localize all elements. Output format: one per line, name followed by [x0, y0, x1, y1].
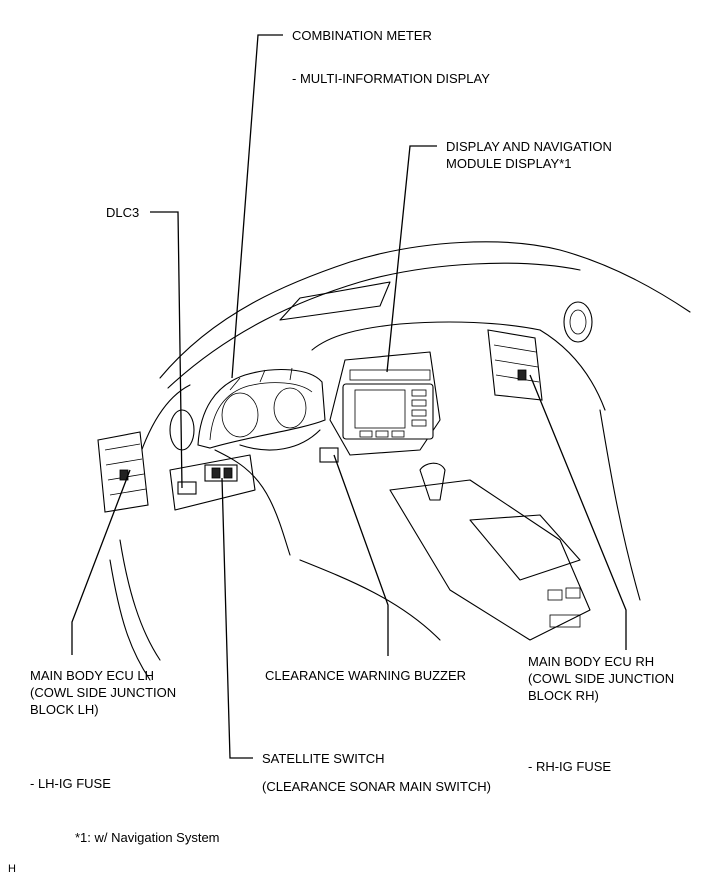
footnote: *1: w/ Navigation System [75, 830, 220, 845]
label-combination-meter: COMBINATION METER [292, 28, 432, 43]
left-door-line [109, 559, 151, 681]
leader-buzzer [333, 454, 389, 656]
buzzer-shape [319, 447, 339, 463]
leader-ecu-rh [529, 374, 627, 650]
dash-right-contour [539, 329, 606, 411]
label-main-body-ecu-lh: MAIN BODY ECU LH (COWL SIDE JUNCTION BLO… [30, 667, 176, 718]
label-main-body-ecu-rh: MAIN BODY ECU RH (COWL SIDE JUNCTION BLO… [528, 653, 674, 704]
label-ecu-rh-line3: BLOCK RH) [528, 688, 599, 703]
leader-display-nav [386, 145, 437, 373]
defroster-vent [279, 281, 391, 321]
dlc3-connector-shape [177, 481, 197, 495]
nav-buttons [359, 389, 427, 438]
shift-knob [419, 462, 446, 501]
dash-top-edge [167, 262, 581, 389]
leader-dlc3 [150, 211, 183, 489]
label-ecu-rh-line1: MAIN BODY ECU RH [528, 654, 655, 669]
leader-lines [71, 34, 627, 759]
main-body-ecu-rh-shape [487, 329, 543, 401]
label-display-navigation-line2: MODULE DISPLAY*1 [446, 156, 572, 171]
label-clearance-sonar-main-switch: (CLEARANCE SONAR MAIN SWITCH) [262, 779, 491, 794]
label-rh-ig-fuse: - RH-IG FUSE [528, 759, 612, 774]
navigation-display-shape [342, 383, 434, 440]
label-ecu-lh-line1: MAIN BODY ECU LH [30, 668, 155, 683]
lower-dash-left [169, 454, 256, 511]
windshield-edge [159, 241, 691, 379]
right-air-vent [563, 301, 593, 343]
leader-satellite-switch [221, 477, 253, 759]
label-dlc3: DLC3 [106, 205, 140, 220]
floor-contour [299, 559, 441, 641]
label-display-navigation-line1: DISPLAY AND NAVIGATION [446, 139, 612, 154]
label-ecu-rh-line2: (COWL SIDE JUNCTION [528, 671, 675, 686]
label-display-navigation: DISPLAY AND NAVIGATION MODULE DISPLAY*1 [446, 138, 612, 172]
armrest [469, 514, 581, 581]
label-ecu-lh-line3: BLOCK LH) [30, 702, 99, 717]
leader-ecu-lh [71, 469, 131, 655]
corner-mark: H [8, 863, 16, 875]
dash-ridge [311, 321, 541, 351]
label-satellite-switch: SATELLITE SWITCH [262, 751, 385, 766]
combination-meter-shape [197, 368, 326, 449]
label-ecu-lh-line2: (COWL SIDE JUNCTION [30, 685, 177, 700]
label-clearance-warning-buzzer: CLEARANCE WARNING BUZZER [265, 668, 467, 683]
center-console [389, 479, 591, 641]
leader-combination-meter [231, 34, 283, 379]
label-multi-information-display: - MULTI-INFORMATION DISPLAY [292, 71, 490, 86]
center-stack [329, 351, 441, 456]
label-lh-ig-fuse: - LH-IG FUSE [30, 776, 111, 791]
